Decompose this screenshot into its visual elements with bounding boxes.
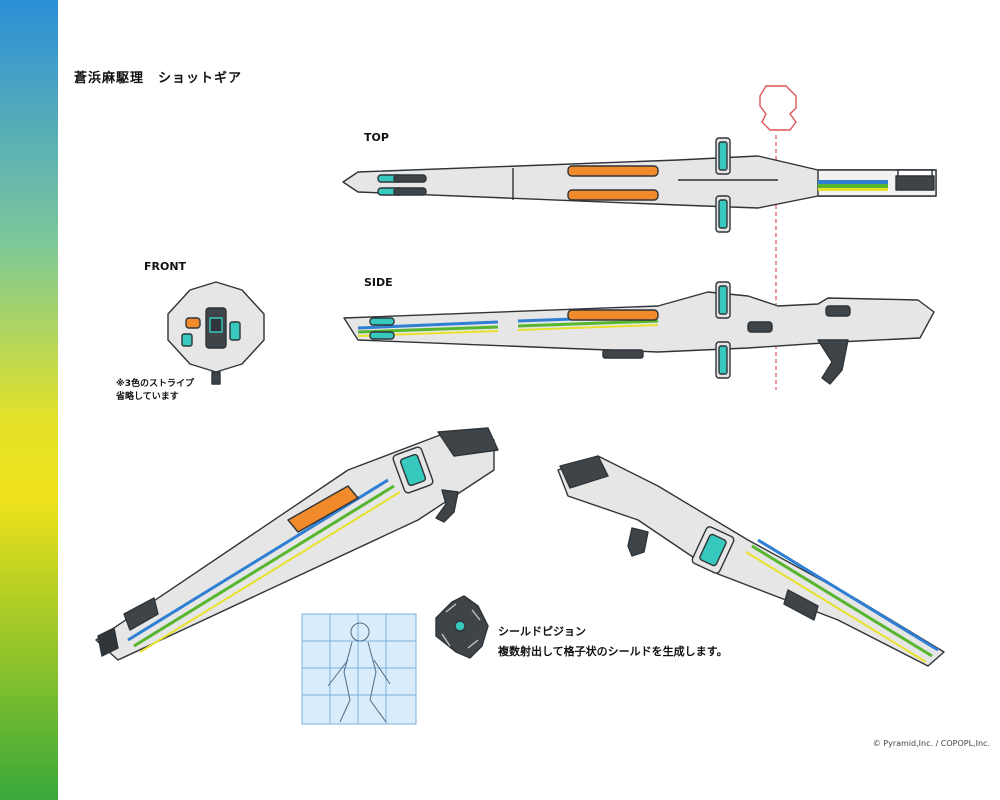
character-grid-sketch: [301, 613, 417, 725]
copyright: © Pyramid,Inc. / COPOPL,Inc.: [872, 739, 990, 748]
front-view-label: FRONT: [144, 260, 187, 273]
shot-gear-top-view: [342, 137, 937, 233]
character-name: 蒼浜麻駆理: [74, 71, 145, 86]
shield-pigeon-drone: [435, 595, 489, 659]
pigeon-description: シールドピジョン 複数射出して格子状のシールドを生成します。: [498, 622, 728, 662]
shot-gear-front-view: [167, 281, 265, 385]
front-note: ※3色のストライプ 省略しています: [116, 378, 194, 404]
shot-gear-perspective-right: [557, 455, 945, 667]
shot-gear-perspective-left: [95, 427, 499, 661]
front-note-line-2: 省略しています: [116, 392, 179, 402]
item-name: ショットギア: [158, 71, 243, 86]
weapon-drawings: [95, 85, 945, 725]
gradient-sidebar: [0, 0, 58, 800]
shot-gear-side-view: [343, 281, 935, 385]
pigeon-text: 複数射出して格子状のシールドを生成します。: [498, 645, 728, 658]
design-sheet: 蒼浜麻駆理ショットギア TOP SIDE FRONT ※3色のストライプ 省略し…: [58, 0, 1000, 800]
front-note-line-1: ※3色のストライプ: [116, 379, 195, 389]
top-view-label: TOP: [364, 131, 389, 144]
pigeon-name: シールドピジョン: [498, 625, 586, 638]
side-view-label: SIDE: [364, 276, 393, 289]
sheet-title: 蒼浜麻駆理ショットギア: [74, 67, 242, 86]
